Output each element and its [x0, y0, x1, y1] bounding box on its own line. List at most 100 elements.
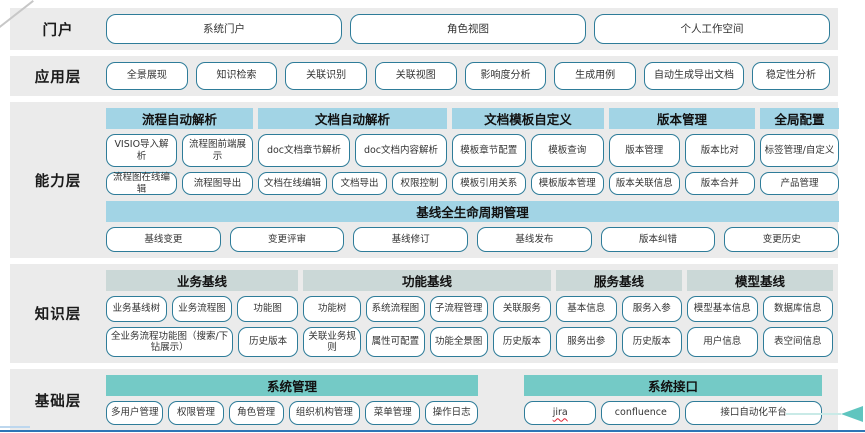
chip-button[interactable]: 知识检索: [195, 62, 278, 90]
group-header: 文档自动解析: [258, 108, 447, 129]
chip-button[interactable]: 业务流程图: [171, 296, 233, 322]
chip-button[interactable]: 属性可配置: [366, 327, 425, 357]
feature-group: 模型基线模型基本信息数据库信息用户信息表空间信息: [687, 270, 833, 357]
chip-button[interactable]: 用户信息: [687, 327, 758, 357]
chip-button[interactable]: confluence: [601, 401, 681, 425]
feature-group: 文档模板自定义模板章节配置模板查询模板引用关系模板版本管理: [452, 108, 604, 195]
chip-button[interactable]: 版本关联信息: [609, 172, 680, 195]
chip-button[interactable]: 数据库信息: [762, 296, 833, 322]
application-layer-band: 应用层 全景展现知识检索关联识别关联视图影响度分析生成用例自动生成导出文档稳定性…: [10, 56, 838, 96]
chip-button[interactable]: 自动生成导出文档: [643, 62, 745, 90]
chip-button[interactable]: 系统门户: [106, 14, 342, 44]
chip-button[interactable]: 版本比对: [684, 134, 755, 167]
group-button-row: 功能树系统流程图子流程管理关联服务: [303, 296, 551, 322]
group-button-row: 基本信息服务入参: [556, 296, 682, 322]
chip-button[interactable]: 关联视图: [374, 62, 457, 90]
chip-button[interactable]: 历史版本: [238, 327, 298, 357]
chip-button[interactable]: 版本纠错: [600, 227, 716, 252]
chip-button[interactable]: 文档在线编辑: [258, 172, 328, 195]
chip-button[interactable]: 流程图前端展示: [182, 134, 253, 167]
group-button-row: 版本管理版本比对: [609, 134, 755, 167]
chip-button[interactable]: 历史版本: [492, 327, 551, 357]
feature-group: 全局配置标签管理/自定义产品管理: [760, 108, 839, 195]
chip-button[interactable]: 关联服务: [492, 296, 551, 322]
chip-button[interactable]: 版本管理: [609, 134, 680, 167]
chip-button[interactable]: doc文档内容解析: [355, 134, 447, 167]
group-button-row: 流程图在线编辑流程图导出: [106, 172, 253, 195]
chip-button[interactable]: doc文档章节解析: [258, 134, 350, 167]
chip-button[interactable]: 产品管理: [760, 172, 839, 195]
group-button-row: 标签管理/自定义: [760, 134, 839, 167]
group-button-row: 服务出参历史版本: [556, 327, 682, 357]
chip-button[interactable]: 标签管理/自定义: [760, 134, 839, 167]
group-button-row: 模型基本信息数据库信息: [687, 296, 833, 322]
chip-button[interactable]: 变更评审: [229, 227, 345, 252]
chip-button[interactable]: 关联业务规则: [303, 327, 362, 357]
feature-group: 业务基线业务基线树业务流程图功能图全业务流程功能图（搜索/下钻展示）历史版本: [106, 270, 299, 357]
chip-button[interactable]: 功能树: [303, 296, 362, 322]
chip-button[interactable]: 个人工作空间: [594, 14, 830, 44]
chip-button[interactable]: 变更历史: [724, 227, 840, 252]
group-header: 全局配置: [760, 108, 839, 129]
chip-button[interactable]: 业务基线树: [106, 296, 167, 322]
chip-button[interactable]: 权限管理: [168, 401, 224, 425]
chip-button[interactable]: 基线修订: [353, 227, 469, 252]
chip-button[interactable]: 组织机构管理: [288, 401, 361, 425]
group-header: 功能基线: [303, 270, 551, 291]
chip-button[interactable]: 历史版本: [621, 327, 682, 357]
group-button-row: 用户信息表空间信息: [687, 327, 833, 357]
chip-button[interactable]: 版本合并: [684, 172, 755, 195]
chip-button[interactable]: 模板查询: [530, 134, 604, 167]
chip-button[interactable]: 功能图: [237, 296, 299, 322]
chip-button[interactable]: 影响度分析: [464, 62, 547, 90]
group-header: 流程自动解析: [106, 108, 253, 129]
knowledge-groups: 业务基线业务基线树业务流程图功能图全业务流程功能图（搜索/下钻展示）历史版本功能…: [106, 270, 833, 357]
chip-button[interactable]: 全业务流程功能图（搜索/下钻展示）: [106, 327, 234, 357]
group-button-row: 多用户管理权限管理角色管理组织机构管理菜单管理操作日志: [106, 401, 479, 425]
chip-button[interactable]: 服务出参: [556, 327, 617, 357]
chip-button[interactable]: 角色管理: [228, 401, 284, 425]
chip-button[interactable]: 流程图导出: [182, 172, 253, 195]
chip-button[interactable]: 基线发布: [477, 227, 592, 252]
chip-button[interactable]: 文档导出: [332, 172, 388, 195]
chip-button[interactable]: 多用户管理: [106, 401, 164, 425]
chip-button[interactable]: 生成用例: [554, 62, 636, 90]
chip-button[interactable]: 模板章节配置: [452, 134, 526, 167]
chip-button[interactable]: 操作日志: [425, 401, 479, 425]
group-header: 服务基线: [556, 270, 682, 291]
chip-button[interactable]: jira: [524, 401, 597, 425]
chip-button[interactable]: 基本信息: [556, 296, 617, 322]
chip-button[interactable]: 子流程管理: [429, 296, 488, 322]
chip-button[interactable]: 模板引用关系: [452, 172, 526, 195]
chip-button[interactable]: VISIO导入解析: [106, 134, 177, 167]
chip-button[interactable]: 基线变更: [106, 227, 221, 252]
chip-button[interactable]: 关联识别: [285, 62, 367, 90]
chip-button[interactable]: 系统流程图: [366, 296, 425, 322]
chip-button[interactable]: 表空间信息: [762, 327, 833, 357]
knowledge-layer-band: 知识层 业务基线业务基线树业务流程图功能图全业务流程功能图（搜索/下钻展示）历史…: [10, 264, 838, 363]
portal-button-row: 系统门户角色视图个人工作空间: [106, 14, 830, 44]
chip-button[interactable]: 服务入参: [621, 296, 682, 322]
left-arrow-tail-decoration: [786, 413, 841, 415]
chip-button[interactable]: 功能全景图: [429, 327, 488, 357]
chip-button[interactable]: 模板版本管理: [530, 172, 604, 195]
bottom-border-line: [0, 430, 865, 432]
chip-button[interactable]: 菜单管理: [365, 401, 421, 425]
chip-button[interactable]: 稳定性分析: [752, 62, 830, 90]
chip-button[interactable]: 流程图在线编辑: [106, 172, 177, 195]
application-layer-label: 应用层: [34, 69, 82, 86]
chip-button[interactable]: 全景展现: [106, 62, 188, 90]
chip-button[interactable]: 模型基本信息: [687, 296, 758, 322]
left-arrow-icon: [841, 406, 863, 422]
group-button-row: 业务基线树业务流程图功能图: [106, 296, 299, 322]
group-header: 业务基线: [106, 270, 298, 291]
feature-group: 版本管理版本管理版本比对版本关联信息版本合并: [609, 108, 755, 195]
chip-button[interactable]: 权限控制: [392, 172, 447, 195]
chip-button[interactable]: 角色视图: [350, 14, 586, 44]
